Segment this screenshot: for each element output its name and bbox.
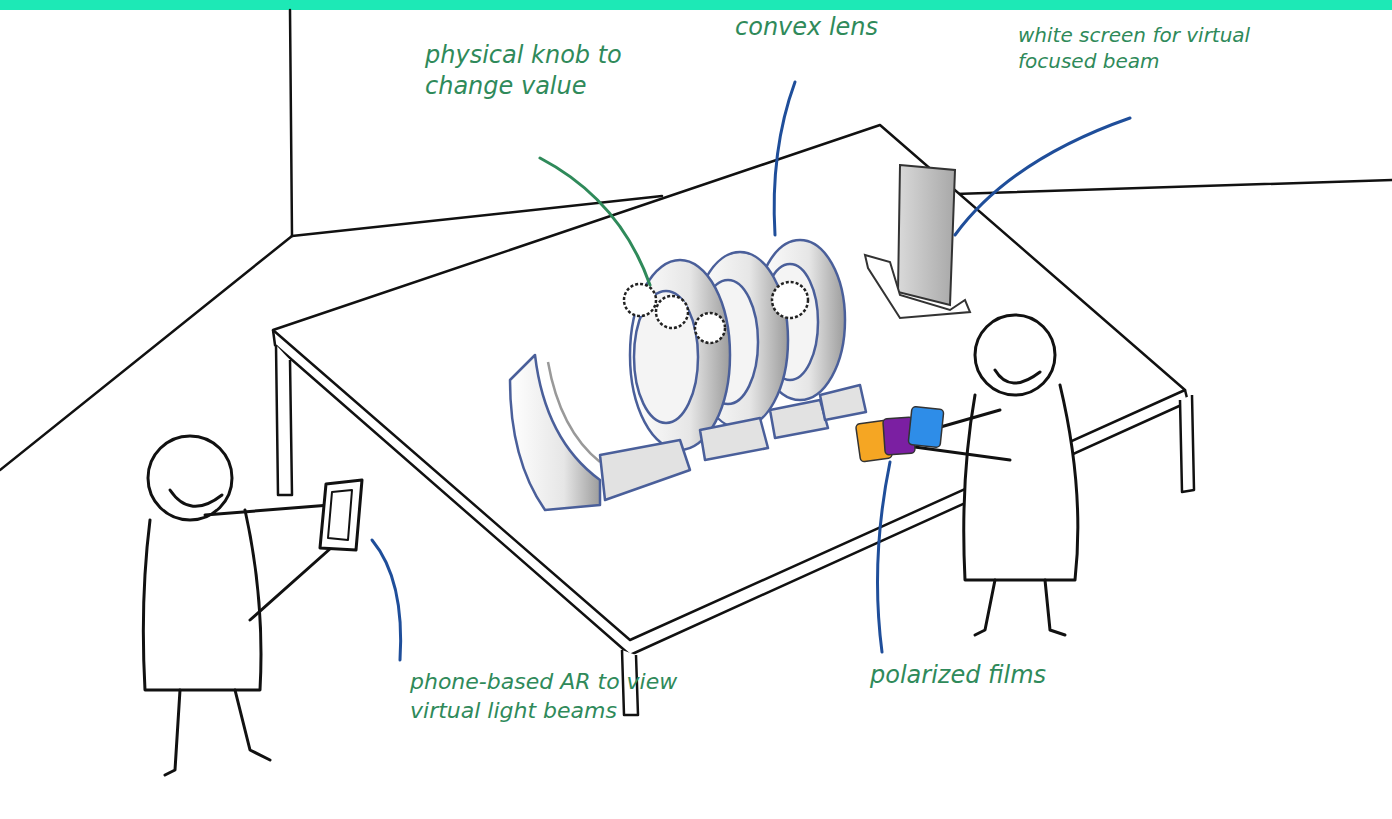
lens-assembly <box>510 240 866 510</box>
lens-label: convex lens <box>735 12 935 43</box>
films-label: polarized films <box>870 660 1110 691</box>
leader-lines <box>372 82 1130 660</box>
screen-label: white screen for virtual focused beam <box>1018 22 1273 74</box>
table <box>273 125 1194 715</box>
person-left <box>143 436 362 775</box>
top-bar <box>0 0 1392 10</box>
phone-ar-label: phone-based AR to view virtual light bea… <box>410 668 710 725</box>
white-screen <box>865 165 970 318</box>
polarized-films <box>856 406 944 462</box>
person-right <box>900 315 1078 635</box>
knob-label: physical knob to change value <box>425 40 660 102</box>
